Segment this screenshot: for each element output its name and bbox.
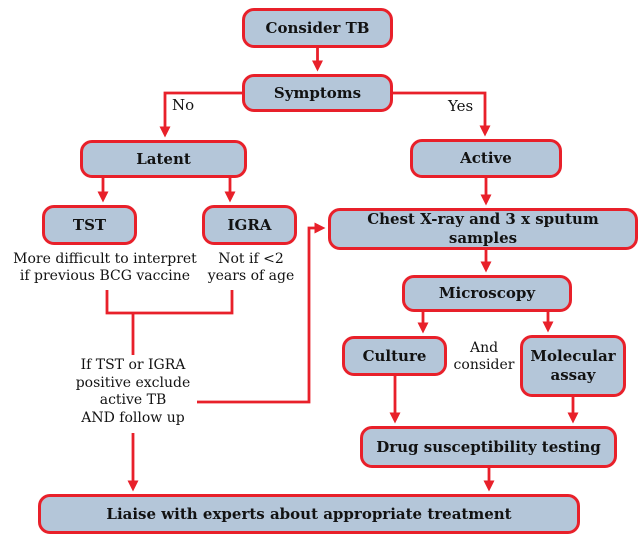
node-molecular-assay: Molecular assay bbox=[520, 335, 626, 397]
note-line: If TST or IGRA bbox=[80, 357, 186, 373]
node-chest-xray-sputum: Chest X-ray and 3 x sputum samples bbox=[328, 208, 638, 250]
note-followup: If TST or IGRA positive exclude active T… bbox=[63, 357, 203, 427]
note-line: And bbox=[469, 340, 499, 356]
node-drug-susceptibility-testing: Drug susceptibility testing bbox=[360, 426, 617, 468]
edge-notes-bracket bbox=[105, 290, 234, 315]
edge-label-yes: Yes bbox=[448, 97, 474, 115]
edge-label-no: No bbox=[172, 96, 195, 114]
note-line: if previous BCG vaccine bbox=[19, 268, 191, 284]
note-tst-bcg: More difficult to interpret if previous … bbox=[0, 251, 210, 285]
note-line: AND follow up bbox=[81, 409, 185, 426]
note-and-consider: And consider bbox=[449, 340, 519, 374]
node-symptoms: Symptoms bbox=[242, 74, 393, 112]
node-latent: Latent bbox=[80, 140, 247, 178]
node-liaise-experts: Liaise with experts about appropriate tr… bbox=[38, 494, 580, 534]
node-active: Active bbox=[410, 139, 562, 178]
node-microscopy: Microscopy bbox=[402, 275, 572, 312]
note-igra-age: Not if <2 years of age bbox=[201, 251, 301, 285]
note-line: positive exclude bbox=[75, 374, 191, 391]
node-igra: IGRA bbox=[202, 205, 297, 245]
node-consider-tb: Consider TB bbox=[242, 8, 393, 48]
node-culture: Culture bbox=[342, 336, 447, 376]
note-line: Not if <2 bbox=[218, 251, 284, 267]
note-line: active TB bbox=[99, 392, 167, 408]
note-line: More difficult to interpret bbox=[13, 251, 197, 267]
note-line: consider bbox=[453, 357, 515, 373]
node-tst: TST bbox=[42, 205, 137, 245]
note-line: years of age bbox=[207, 268, 295, 284]
